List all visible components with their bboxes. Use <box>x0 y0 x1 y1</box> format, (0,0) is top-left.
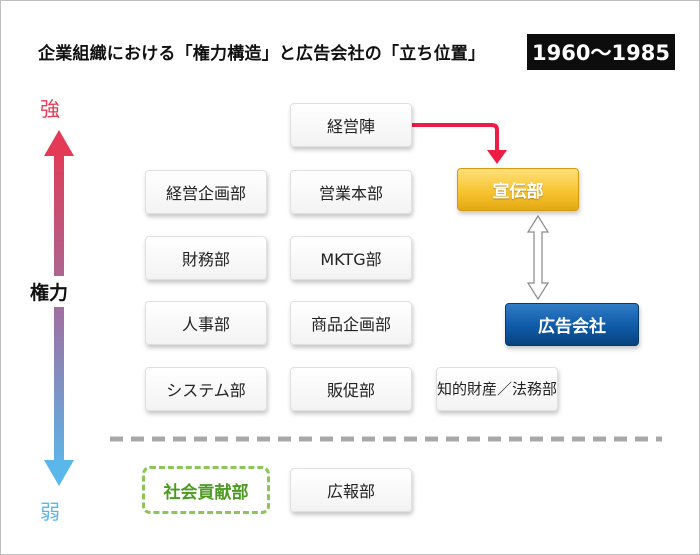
box-corporate-planning: 経営企画部 <box>145 170 267 214</box>
box-product-planning: 商品企画部 <box>290 301 412 345</box>
power-axis-down-arrowhead <box>44 460 74 486</box>
box-ip-legal: 知的財産 ／法務部 <box>436 367 558 411</box>
power-axis-shaft <box>54 148 64 470</box>
box-ad-agency: 広告会社 <box>505 303 639 346</box>
box-systems: システム部 <box>145 367 267 411</box>
ip-legal-line1: 知的財産 <box>437 380 498 398</box>
period-badge: 1960～1985 <box>527 34 675 70</box>
management-to-propaganda-connector <box>412 123 499 152</box>
ip-legal-line2: ／法務部 <box>497 380 558 398</box>
axis-weak-label: 弱 <box>40 500 60 524</box>
box-propaganda: 宣伝部 <box>457 168 579 211</box>
box-finance: 財務部 <box>145 236 267 280</box>
propaganda-agency-double-arrow <box>526 214 550 301</box>
axis-power-label: 権力 <box>28 276 71 307</box>
box-sales-hq: 営業本部 <box>290 170 412 214</box>
axis-strong-label: 強 <box>40 97 60 121</box>
box-pr: 広報部 <box>290 468 412 512</box>
diagram-title: 企業組織における「権力構造」と広告会社の「立ち位置」 <box>38 44 486 64</box>
box-csr: 社会貢献部 <box>142 466 270 514</box>
box-mktg: MKTG部 <box>290 236 412 280</box>
box-hr: 人事部 <box>145 301 267 345</box>
power-axis-up-arrowhead <box>44 130 74 156</box>
box-sales-promotion: 販促部 <box>290 367 412 411</box>
box-management: 経営陣 <box>290 103 412 147</box>
management-to-propaganda-arrowhead <box>487 150 507 164</box>
